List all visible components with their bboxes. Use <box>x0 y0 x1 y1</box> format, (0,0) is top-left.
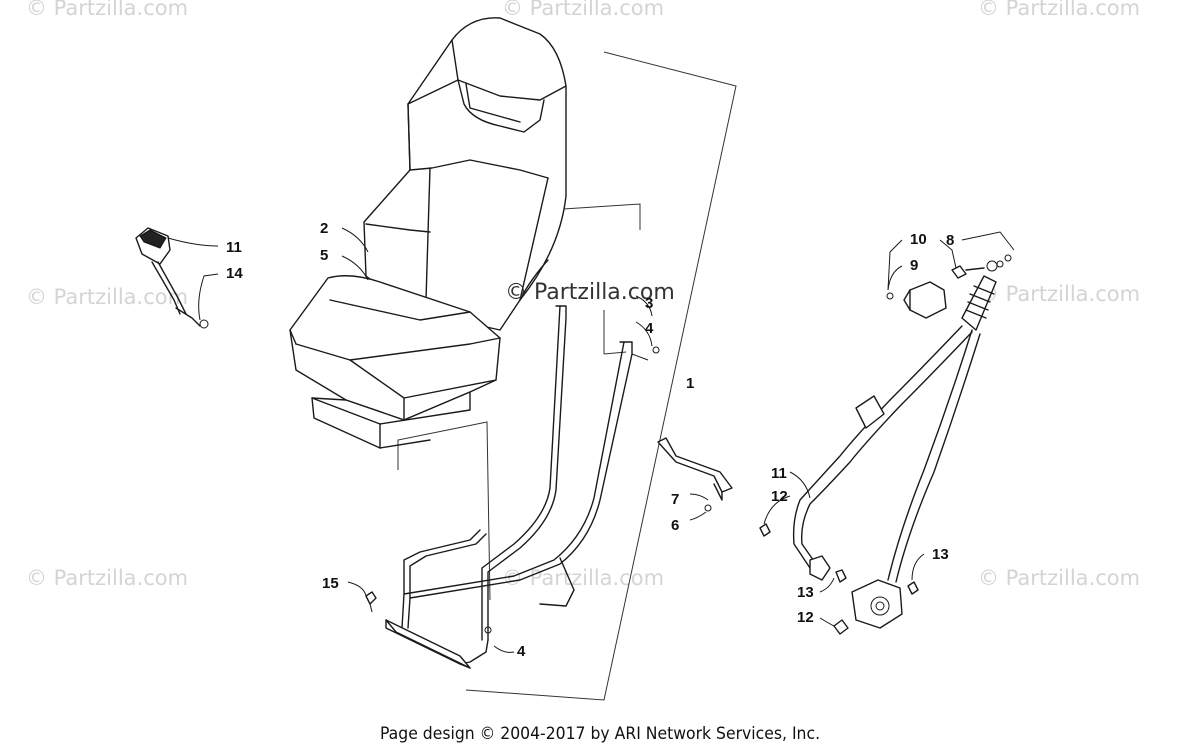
callout-8: 8 <box>946 232 955 249</box>
callout-5: 5 <box>320 247 329 264</box>
watermark: © Partzilla.com <box>26 285 189 309</box>
callout-1: 1 <box>686 375 695 392</box>
watermark: © Partzilla.com <box>26 566 189 590</box>
callout-14: 14 <box>226 265 243 282</box>
callout-12-lower: 12 <box>797 609 814 626</box>
seat-assembly <box>289 17 567 449</box>
callout-3: 3 <box>645 295 654 312</box>
callout-10: 10 <box>910 231 927 248</box>
callout-13-right: 13 <box>932 546 949 563</box>
watermark: © Partzilla.com <box>978 0 1141 20</box>
buckle-stalk-left <box>135 227 219 329</box>
callout-4-upper: 4 <box>645 320 654 337</box>
watermark: © Partzilla.com <box>978 282 1141 306</box>
callout-15: 15 <box>322 575 339 592</box>
watermark: © Partzilla.com <box>978 566 1141 590</box>
callout-11-right: 11 <box>771 465 787 482</box>
watermark: © Partzilla.com <box>26 0 189 20</box>
callout-4-lower: 4 <box>517 643 526 660</box>
callout-7: 7 <box>671 491 680 508</box>
fasteners <box>347 295 712 653</box>
callout-6: 6 <box>671 517 680 534</box>
callout-2: 2 <box>320 220 329 237</box>
belt-mount-bracket <box>657 437 733 521</box>
callout-9: 9 <box>910 257 919 274</box>
seat-frame <box>385 305 649 669</box>
watermark: © Partzilla.com <box>502 0 665 20</box>
copyright-footer: Page design © 2004-2017 by ARI Network S… <box>379 724 821 744</box>
callout-12-upper: 12 <box>771 488 788 505</box>
callout-11-left: 11 <box>226 239 242 256</box>
phantom-outline <box>397 51 737 701</box>
seat-belt-right <box>759 231 1015 635</box>
brand-mark: © Partzilla.com <box>505 280 675 305</box>
callout-13-mid: 13 <box>797 584 814 601</box>
